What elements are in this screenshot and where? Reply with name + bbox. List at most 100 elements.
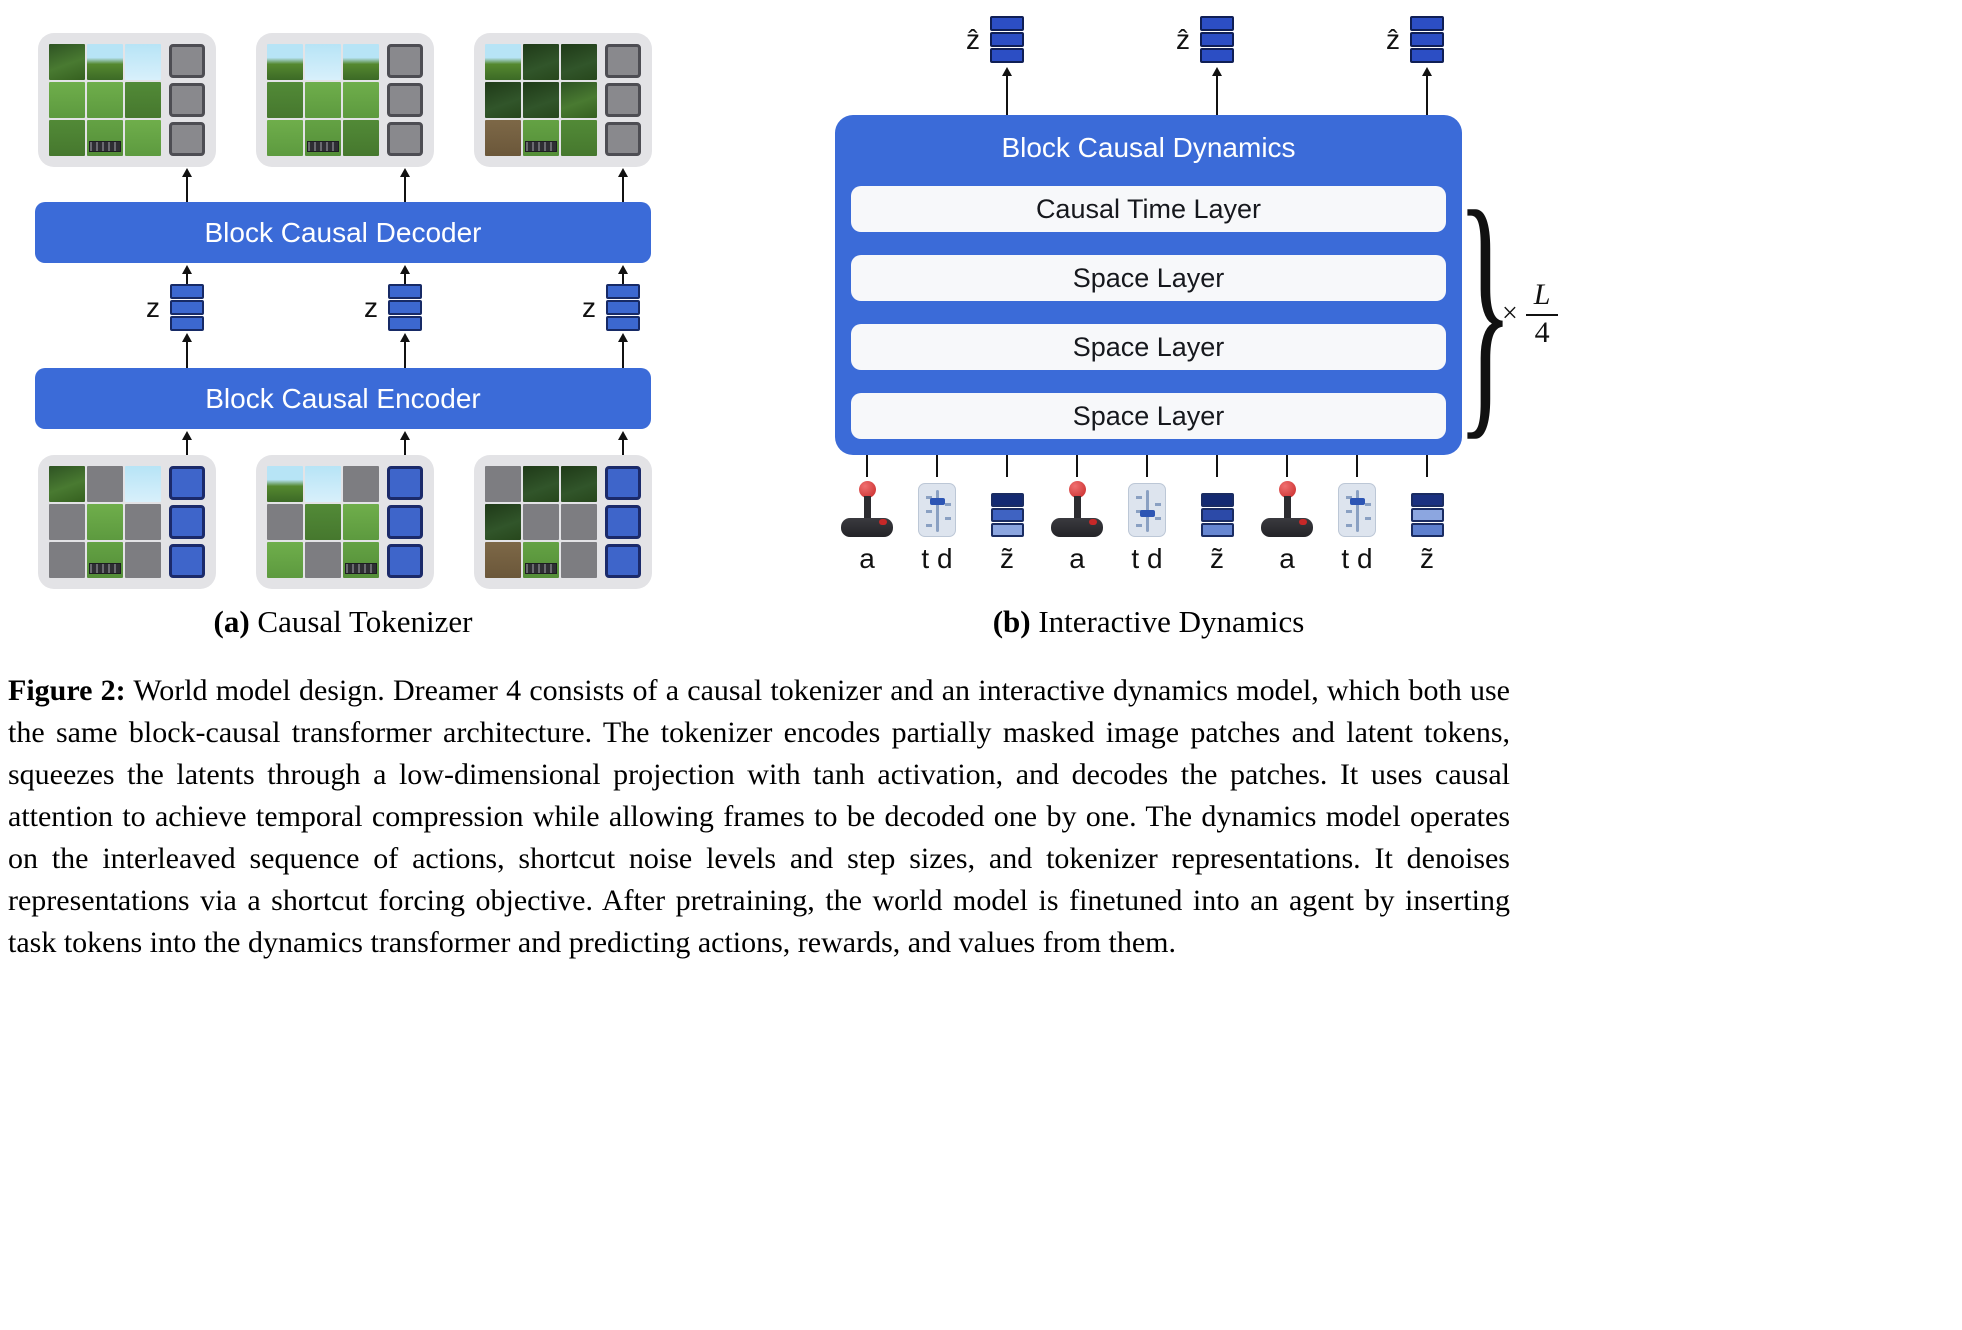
input-noise-step: t d (902, 455, 972, 575)
image-patch (267, 82, 303, 118)
latent-column (169, 466, 205, 578)
icon-slot (990, 479, 1024, 537)
joystick-icon (1050, 481, 1104, 537)
zhat-label: ẑ (1176, 23, 1190, 55)
input-label: z̃ (1000, 543, 1014, 574)
connector-line (936, 455, 938, 477)
image-patch (343, 82, 379, 118)
zhat-label: ẑ (1386, 23, 1400, 55)
image-patch (561, 82, 597, 118)
latent-column (387, 466, 423, 578)
image-patch (561, 466, 597, 502)
slider-icon (918, 483, 956, 537)
arrow-up (182, 168, 192, 202)
masked-patch (49, 504, 85, 540)
repeat-brace: } (1457, 170, 1514, 447)
image-patch-grid (49, 466, 161, 578)
figure-caption-text: World model design. Dreamer 4 consists o… (8, 674, 1510, 959)
masked-patch (305, 542, 341, 578)
latent-block (1200, 16, 1234, 31)
latent-token-block (605, 505, 641, 539)
latent-token-block (169, 544, 205, 578)
icon-slot (840, 479, 894, 537)
arrow-up (618, 168, 628, 202)
icon-slot (1410, 479, 1444, 537)
masked-frame-pod (38, 455, 216, 589)
image-patch-grid (49, 44, 161, 156)
brace-glyph: } (1456, 154, 1514, 463)
slider-icon (1338, 483, 1376, 537)
noisy-latent-block (1200, 523, 1234, 537)
space-layer-bar: Space Layer (851, 324, 1446, 370)
layer-count-fraction: L 4 (1525, 278, 1559, 350)
connector-line (1356, 455, 1358, 477)
image-patch (343, 504, 379, 540)
latent-block (990, 16, 1024, 31)
image-patch-grid (267, 466, 379, 578)
latent-block (388, 300, 422, 315)
joystick-icon (1260, 481, 1314, 537)
figure-caption: Figure 2: World model design. Dreamer 4 … (8, 670, 1510, 964)
slider-track (936, 490, 939, 532)
masked-latent-block (605, 44, 641, 78)
causal-time-layer-bar: Causal Time Layer (851, 186, 1446, 232)
masked-latent-block (387, 44, 423, 78)
zhat-token-stack (1200, 16, 1234, 63)
masked-latent-block (605, 83, 641, 117)
noisy-latent-stack (1410, 493, 1444, 537)
image-patch-grid (485, 466, 597, 578)
panel-a-caption: (a) Causal Tokenizer (35, 604, 651, 640)
connector-line (1286, 455, 1288, 477)
image-patch (87, 82, 123, 118)
arrow-up (1002, 67, 1012, 115)
image-patch (343, 44, 379, 80)
arrow-up (400, 265, 410, 284)
icon-slot (1200, 479, 1234, 537)
z-token-stack (388, 284, 422, 331)
image-patch (561, 44, 597, 80)
noisy-latent-block (1410, 493, 1444, 507)
dynamics-box-title: Block Causal Dynamics (1001, 132, 1296, 163)
image-patch-grid (485, 44, 597, 156)
figure-caption-label: Figure 2: (8, 674, 126, 707)
latent-column (605, 466, 641, 578)
latent-block (606, 316, 640, 331)
image-patch (485, 120, 521, 156)
image-patch (49, 466, 85, 502)
icon-slot (918, 479, 956, 537)
layer-label: Space Layer (1072, 262, 1225, 293)
input-label: z̃ (1420, 543, 1434, 574)
image-patch (523, 120, 559, 156)
masked-patch (561, 542, 597, 578)
masked-patch (49, 542, 85, 578)
noisy-latent-stack (1200, 493, 1234, 537)
image-patch (343, 120, 379, 156)
image-patch (523, 82, 559, 118)
latent-z-unit: z (574, 284, 640, 331)
image-patch (49, 44, 85, 80)
image-patch (125, 44, 161, 80)
joystick-button (1089, 519, 1097, 525)
space-layer-bar: Space Layer (851, 255, 1446, 301)
image-patch (305, 120, 341, 156)
arrow-up (400, 333, 410, 368)
image-patch (125, 466, 161, 502)
masked-latent-block (387, 122, 423, 156)
masked-patch (125, 504, 161, 540)
masked-patch (125, 542, 161, 578)
icon-slot (1128, 479, 1166, 537)
fraction-denominator: 4 (1534, 315, 1550, 349)
layer-label: Causal Time Layer (1035, 193, 1262, 224)
noisy-latent-block (1200, 493, 1234, 507)
output-zhat-unit: ẑ (1168, 16, 1234, 63)
arrow-up (400, 431, 410, 455)
latent-token-block (387, 466, 423, 500)
panel-a-caption-label: (a) (213, 604, 250, 639)
arrow-up (400, 168, 410, 202)
encoder-label: Block Causal Encoder (205, 382, 481, 414)
latent-block (1200, 32, 1234, 47)
noisy-latent-block (990, 523, 1024, 537)
latent-z-unit: z (356, 284, 422, 331)
layer-label: Space Layer (1072, 400, 1225, 431)
decoder-bar: Block Causal Decoder (35, 202, 651, 263)
